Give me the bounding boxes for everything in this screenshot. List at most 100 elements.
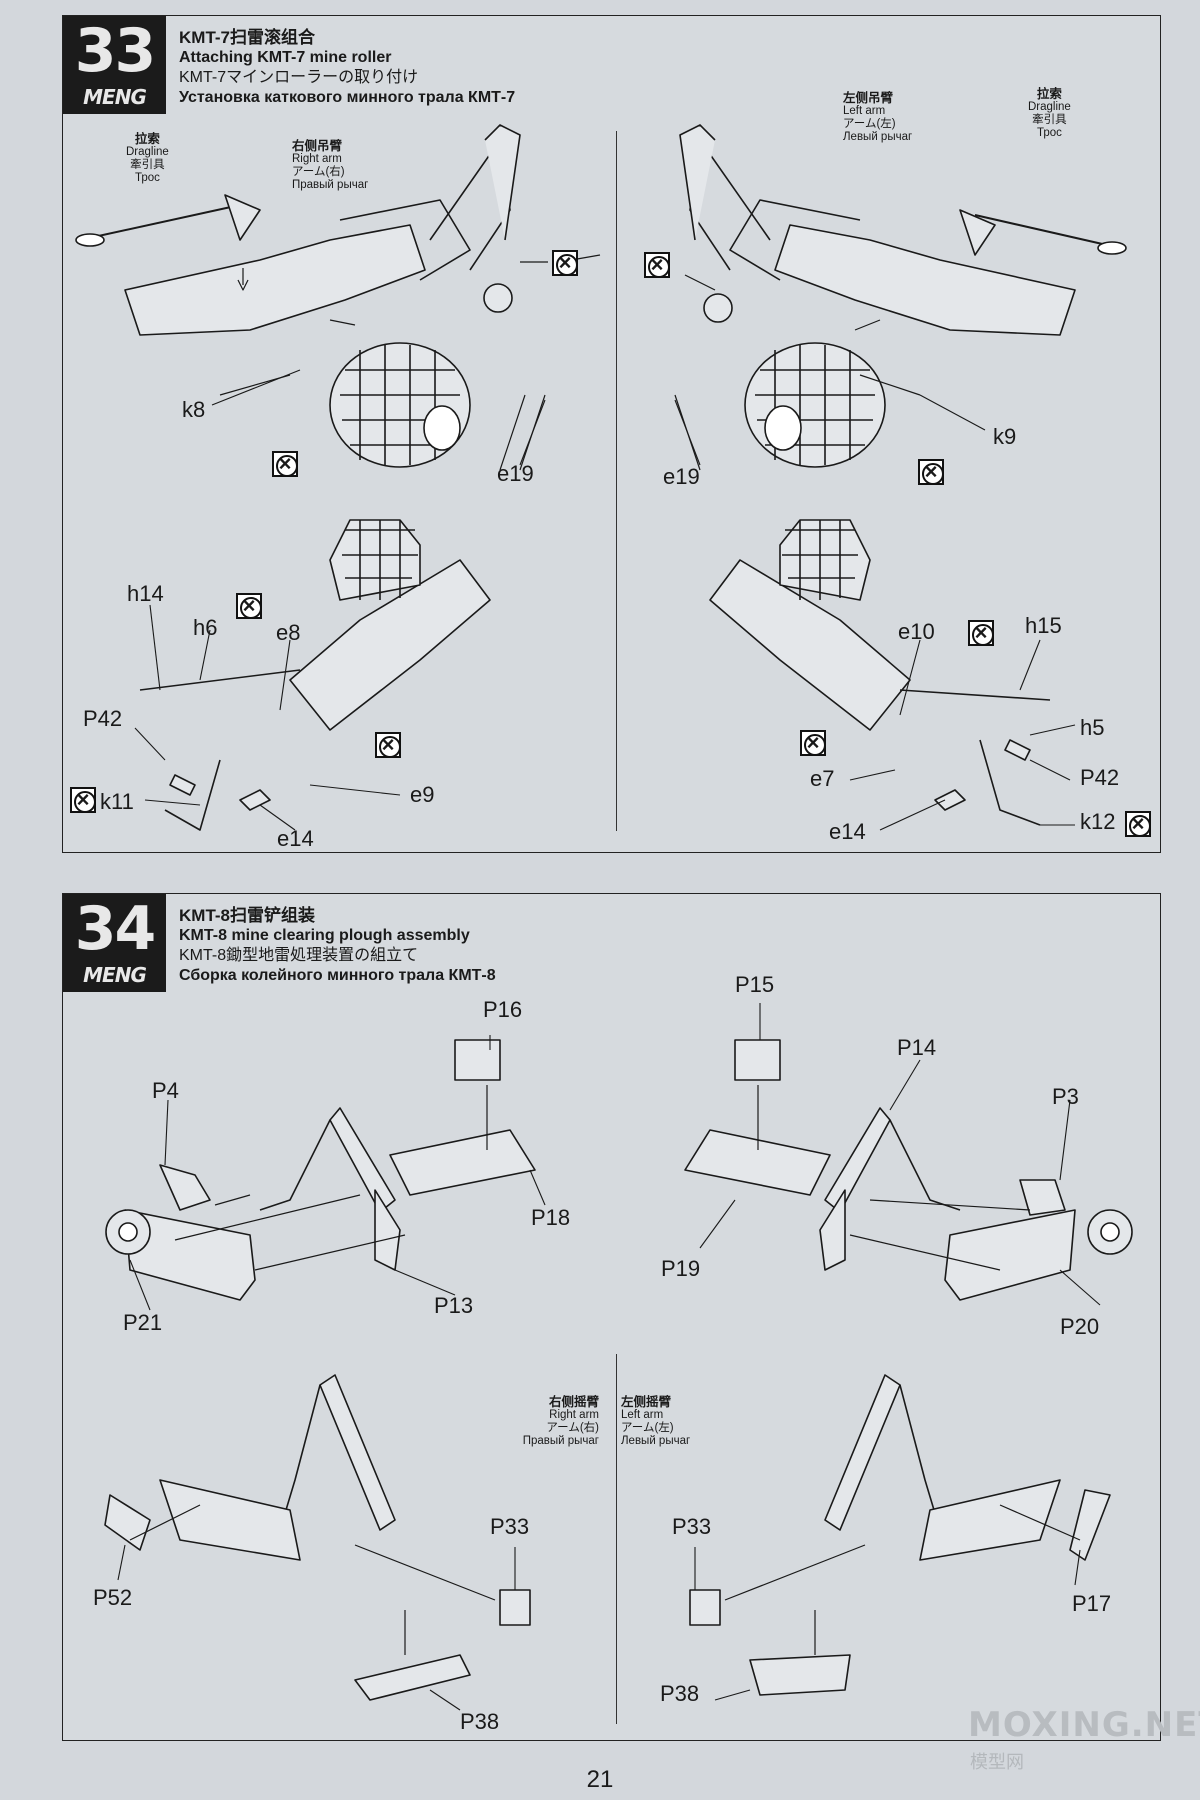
label-ru: Правый рычаг: [522, 1435, 599, 1447]
no-glue-icon: [918, 458, 944, 486]
label-jp: 牽引具: [130, 159, 165, 171]
part-label-e19: e19: [497, 461, 534, 486]
label-cn: 左侧吊臂: [843, 91, 894, 105]
step-34-badge: 34 MENG: [63, 894, 166, 992]
part-label-k11: k11: [100, 789, 134, 814]
arrows-34-upper-left: [174, 1085, 488, 1271]
label-cn: 拉索: [134, 132, 160, 146]
part-label-h14: h14: [127, 581, 164, 606]
label-en: Dragline: [126, 146, 169, 158]
part-label-P13: P13: [434, 1293, 474, 1318]
plough-arm-left-drawing: [689, 1374, 1111, 1696]
title-chinese: KMT-8扫雷铲组装: [179, 906, 315, 925]
label-cn: 拉索: [1036, 87, 1062, 101]
no-glue-icon: [1125, 810, 1151, 838]
watermark-sub: 模型网: [970, 1752, 1024, 1772]
part-label-e9: e9: [410, 782, 435, 807]
arrows-34-upper-right: [757, 1085, 1031, 1271]
label-jp: 牽引具: [1032, 114, 1067, 126]
label-en: Dragline: [1028, 101, 1071, 113]
part-label-P17: P17: [1072, 1591, 1112, 1616]
label-en: Right arm: [292, 153, 342, 165]
dragline-label-left: 拉索 Dragline 牽引具 Трос: [126, 133, 169, 185]
label-jp: アーム(左): [621, 1422, 674, 1434]
part-label-h15: h15: [1025, 613, 1062, 638]
step-34-titles: KMT-8扫雷铲组装 KMT-8 mine clearing plough as…: [179, 906, 496, 986]
part-label-e7: e7: [810, 766, 835, 791]
label-ru: Трос: [134, 172, 160, 184]
part-label-P33: P33: [490, 1514, 530, 1539]
no-glue-icon: [644, 251, 670, 279]
no-glue-icon: [552, 249, 578, 277]
no-glue-icon: [236, 592, 262, 620]
step-number: 33: [74, 16, 157, 86]
part-label-P38: P38: [460, 1709, 500, 1734]
label-jp: アーム(右): [546, 1422, 599, 1434]
step-33-panel: 33 MENG KMT-7扫雷滚组合 Attaching KMT-7 mine …: [62, 15, 1161, 853]
left-arm-label-34: 左侧摇臂 Left arm アーム(左) Левый рычаг: [621, 1396, 690, 1448]
page-number: 21: [586, 1766, 614, 1793]
label-cn: 右侧吊臂: [292, 139, 343, 153]
label-en: Right arm: [549, 1409, 599, 1421]
part-label-P19: P19: [661, 1256, 701, 1281]
step-34-panel: 34 MENG KMT-8扫雷铲组装 KMT-8 mine clearing p…: [62, 893, 1161, 1741]
title-japanese: KMT-7マインローラーの取り付け: [179, 69, 419, 86]
no-glue-icon: [968, 619, 994, 647]
label-jp: アーム(右): [292, 166, 345, 178]
part-label-P42: P42: [83, 706, 123, 731]
label-cn: 左侧摇臂: [621, 1395, 672, 1409]
part-label-h5: h5: [1080, 715, 1105, 740]
step-33-badge: 33 MENG: [63, 16, 166, 114]
part-label-e14: e14: [277, 826, 314, 851]
label-ru: Правый рычаг: [292, 179, 369, 191]
label-ru: Трос: [1036, 127, 1062, 139]
part-label-P21: P21: [123, 1310, 163, 1335]
label-jp: アーム(左): [843, 118, 896, 130]
panel-divider: [616, 1354, 617, 1724]
right-arm-label-33: 右侧吊臂 Right arm アーム(右) Правый рычаг: [292, 140, 368, 192]
part-label-k9: k9: [993, 424, 1017, 449]
part-label-P3: P3: [1052, 1084, 1079, 1109]
part-label-P4: P4: [152, 1078, 179, 1103]
label-ru: Левый рычаг: [843, 131, 913, 143]
part-label-e8: e8: [276, 620, 301, 645]
leader-lines: [117, 369, 1101, 1711]
right-arm-label-34: 右侧摇臂 Right arm アーム(右) Правый рычаг: [485, 1396, 599, 1448]
part-label-e14: e14: [829, 819, 866, 844]
brand-logo: MENG: [83, 85, 147, 109]
panel-divider: [616, 131, 617, 831]
title-russian: Установка каткового минного трала КМТ-7: [179, 89, 516, 106]
plough-arm-right-drawing: [104, 1374, 531, 1701]
title-english: Attaching KMT-7 mine roller: [179, 49, 392, 66]
brand-logo: MENG: [83, 963, 147, 987]
part-label-P52: P52: [93, 1585, 133, 1610]
no-glue-icon: [800, 729, 826, 757]
arrows-34-lower-left: [129, 1504, 496, 1655]
arrows-33-right: [674, 274, 921, 471]
part-label-e10: e10: [898, 619, 935, 644]
label-ru: Левый рычаг: [621, 1435, 691, 1447]
step-33-titles: KMT-7扫雷滚组合 Attaching KMT-7 mine roller K…: [179, 28, 515, 108]
part-label-P15: P15: [735, 972, 775, 997]
part-label-e19: e19: [663, 464, 700, 489]
plough-frame-right-drawing: [105, 1039, 536, 1301]
no-glue-icon: [375, 731, 401, 759]
arrows-34-lower-right: [724, 1504, 1081, 1655]
label-en: Left arm: [843, 105, 886, 117]
part-label-P20: P20: [1060, 1314, 1100, 1339]
title-chinese: KMT-7扫雷滚组合: [179, 28, 315, 47]
part-label-k12: k12: [1080, 809, 1116, 834]
left-arm-label-33: 左侧吊臂 Left arm アーム(左) Левый рычаг: [843, 92, 912, 144]
part-label-h6: h6: [193, 615, 218, 640]
step-number: 34: [74, 894, 157, 964]
no-glue-icon: [272, 450, 298, 478]
label-cn: 右侧摇臂: [548, 1395, 599, 1409]
roller-arm-left-drawing: [679, 124, 1127, 468]
no-glue-icon: [70, 786, 96, 814]
part-label-P14: P14: [897, 1035, 937, 1060]
roller-arm-right-drawing: [75, 124, 521, 468]
title-english: KMT-8 mine clearing plough assembly: [179, 927, 470, 944]
label-en: Left arm: [621, 1409, 664, 1421]
part-label-P33: P33: [672, 1514, 712, 1539]
